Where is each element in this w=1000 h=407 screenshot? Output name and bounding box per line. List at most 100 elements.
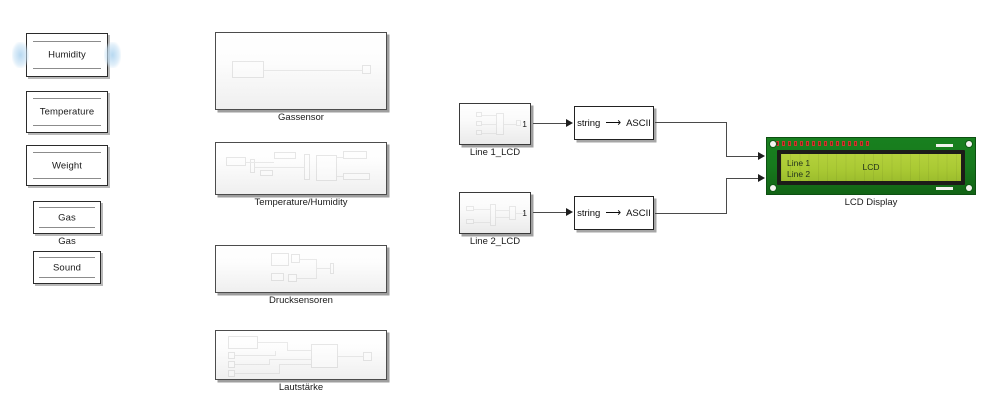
preview-wire	[338, 356, 363, 357]
subsystem-block-line-1-lcd[interactable]: 1	[459, 103, 531, 145]
preview-wire	[246, 162, 274, 163]
subsystem-preview	[216, 143, 386, 194]
subsystem-label-drucksensoren: Drucksensoren	[269, 295, 333, 306]
preview-wire	[255, 167, 303, 168]
preview-box	[476, 112, 482, 117]
source-block-under-label-gas: Gas	[58, 236, 76, 247]
source-block-sound[interactable]: Sound	[33, 251, 101, 284]
preview-wire	[279, 364, 280, 374]
preview-box	[304, 154, 310, 180]
preview-box	[476, 121, 482, 126]
wire-converter1-to-lcd	[655, 122, 727, 124]
converter-block-string-to-ascii-1[interactable]: string ⟶ ASCII	[574, 106, 654, 140]
subsystem-block-line-2-lcd[interactable]: 1	[459, 192, 531, 234]
lcd-pin-icon	[847, 141, 852, 146]
preview-box	[291, 254, 300, 263]
preview-box	[228, 370, 235, 377]
preview-box	[509, 206, 516, 220]
block-top-rule	[32, 40, 102, 42]
lcd-header-pins	[776, 141, 870, 146]
wire-arrowhead-icon	[566, 119, 573, 127]
lcd-pin-icon	[793, 141, 798, 146]
preview-wire	[235, 355, 275, 356]
preview-box	[311, 344, 338, 368]
block-top-rule	[32, 152, 102, 154]
wire-line1-to-converter	[533, 123, 570, 125]
subsystem-label-lautstaerke: Lautstärke	[278, 382, 324, 393]
lcd-pin-icon	[829, 141, 834, 146]
output-port-number: 1	[522, 208, 527, 218]
wire-arrowhead-icon	[758, 174, 765, 182]
subsystem-preview	[460, 193, 530, 233]
preview-box	[288, 274, 297, 282]
lcd-pin-icon	[859, 141, 864, 146]
block-top-rule	[32, 98, 102, 100]
lcd-pin-icon	[823, 141, 828, 146]
subsystem-block-lautstaerke[interactable]	[215, 330, 387, 380]
preview-wire	[287, 350, 311, 351]
source-block-humidity[interactable]: Humidity	[26, 33, 108, 77]
lcd-display-caption: LCD Display	[844, 197, 898, 208]
lcd-pin-icon	[865, 141, 870, 146]
lcd-clip-tab-icon	[936, 187, 953, 190]
preview-wire	[235, 373, 279, 374]
preview-wire	[279, 364, 311, 365]
converter-block-string-to-ascii-2[interactable]: string ⟶ ASCII	[574, 196, 654, 230]
preview-wire	[496, 217, 509, 218]
lcd-screen: Line 1 Line 2 LCD	[781, 154, 961, 181]
subsystem-block-gassensor[interactable]	[215, 32, 387, 110]
preview-box	[228, 336, 258, 349]
preview-box	[232, 61, 264, 78]
preview-wire	[264, 70, 362, 71]
source-block-label: Humidity	[48, 49, 86, 61]
preview-box	[330, 263, 334, 274]
preview-box	[476, 130, 482, 135]
arrow-right-icon: ⟶	[605, 116, 622, 129]
preview-wire	[275, 351, 276, 356]
preview-wire	[297, 278, 316, 279]
lcd-line-2-text: Line 2	[787, 168, 811, 179]
source-block-label: Weight	[52, 160, 82, 171]
converter-from-label: string	[577, 207, 601, 219]
preview-wire	[482, 115, 496, 116]
preview-box	[228, 361, 235, 368]
lcd-pin-icon	[787, 141, 792, 146]
preview-wire	[474, 209, 490, 210]
preview-wire	[482, 133, 496, 134]
lcd-pin-icon	[799, 141, 804, 146]
preview-box	[250, 159, 255, 173]
source-block-gas[interactable]: Gas	[33, 201, 101, 234]
preview-wire	[516, 213, 526, 214]
subsystem-block-drucksensoren[interactable]	[215, 245, 387, 293]
lcd-pin-icon	[853, 141, 858, 146]
subsystem-preview	[460, 104, 530, 144]
block-bottom-rule	[38, 277, 96, 279]
lcd-pin-icon	[841, 141, 846, 146]
subsystem-label-temperature-humidity: Temperature/Humidity	[254, 197, 348, 208]
lcd-mounting-hole-icon	[966, 185, 972, 191]
wire-converter1-to-lcd-vertical	[726, 122, 728, 157]
preview-box	[343, 151, 367, 159]
source-block-weight[interactable]: Weight	[26, 145, 108, 186]
source-block-temperature[interactable]: Temperature	[26, 91, 108, 133]
subsystem-preview	[216, 331, 386, 379]
preview-box	[363, 352, 372, 361]
converter-from-label: string	[577, 117, 601, 129]
lcd-display-block[interactable]: Line 1 Line 2 LCD	[766, 137, 976, 195]
source-block-label: Sound	[53, 262, 81, 273]
subsystem-label-gassensor: Gassensor	[278, 112, 324, 123]
preview-box	[466, 206, 474, 211]
preview-wire	[269, 359, 311, 360]
block-bottom-rule	[32, 68, 102, 70]
subsystem-label-line-2-lcd: Line 2_LCD	[469, 236, 521, 247]
preview-box	[271, 273, 284, 281]
subsystem-label-line-1-lcd: Line 1_LCD	[469, 147, 521, 158]
preview-wire	[269, 359, 270, 365]
output-port-number: 1	[522, 119, 527, 129]
arrow-right-icon: ⟶	[605, 206, 622, 219]
converter-to-label: ASCII	[626, 117, 651, 129]
lcd-bezel: Line 1 Line 2 LCD	[777, 150, 965, 185]
subsystem-block-temperature-humidity[interactable]	[215, 142, 387, 195]
wire-converter1-to-lcd-final	[726, 156, 762, 158]
